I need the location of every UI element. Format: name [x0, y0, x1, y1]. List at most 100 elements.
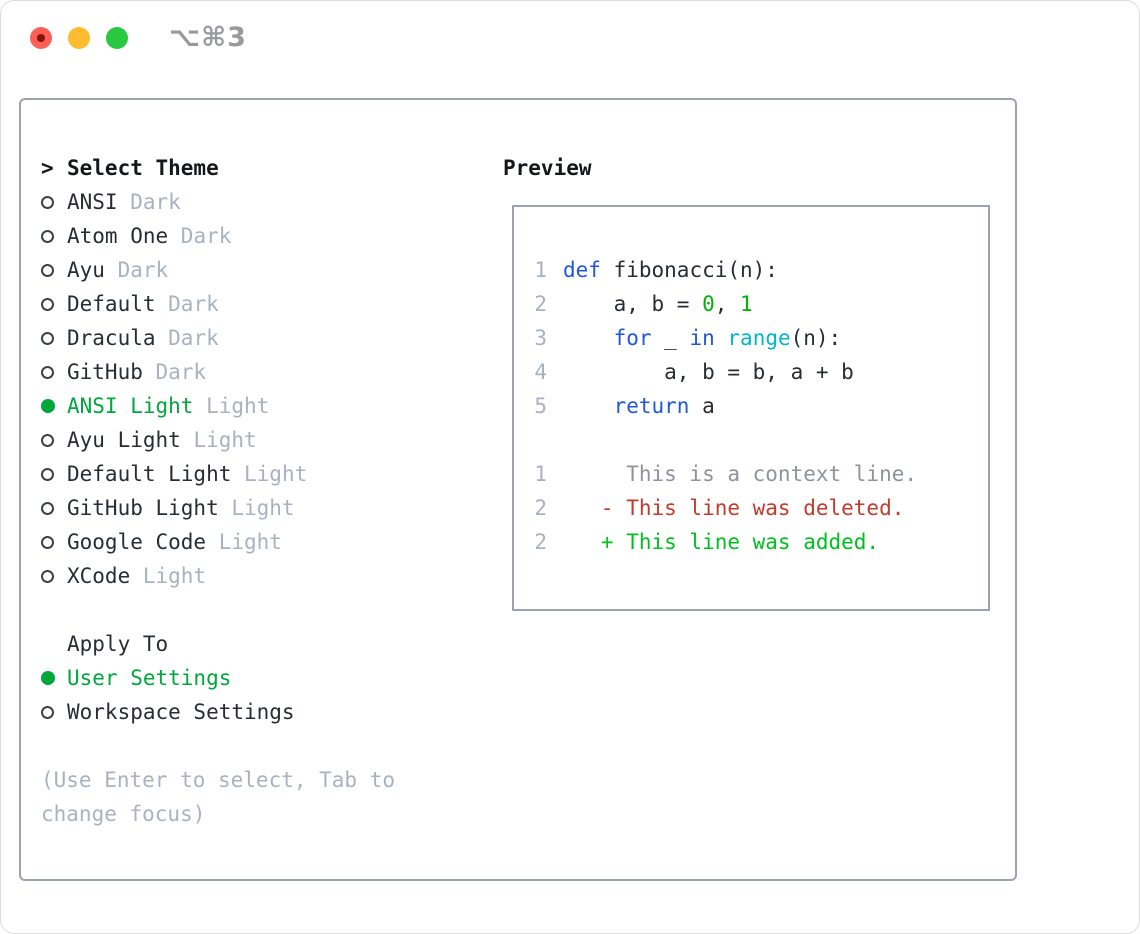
line-number: 1 [534, 462, 547, 486]
select-theme-title: Select Theme [67, 156, 219, 180]
option-variant: Light [231, 462, 308, 486]
theme-option-github-light[interactable]: GitHub Light Light [41, 491, 395, 525]
line-number: 2 [534, 530, 547, 554]
apply-option-user-settings[interactable]: User Settings [41, 661, 395, 695]
code-line: 2 - This line was deleted. [533, 491, 988, 525]
minimize-button[interactable] [68, 27, 90, 49]
radio-icon [41, 365, 67, 379]
option-label: Default Light [67, 462, 232, 486]
close-button[interactable] [30, 27, 52, 49]
radio-icon [41, 195, 67, 209]
line-content: def fibonacci(n): [563, 258, 778, 282]
titlebar: ⌥⌘3 [1, 1, 1139, 76]
code-line: 4 a, b = b, a + b [533, 355, 988, 389]
select-theme-header-row: > Select Theme [41, 151, 395, 185]
radio-icon [41, 297, 67, 311]
option-label: Default [67, 292, 156, 316]
option-variant: Light [180, 428, 257, 452]
option-variant: Dark [142, 360, 207, 384]
option-label: GitHub Light [67, 496, 219, 520]
radio-icon [41, 331, 67, 345]
radio-icon [41, 229, 67, 243]
option-variant: Dark [104, 258, 169, 282]
radio-icon [41, 433, 67, 447]
theme-option-default[interactable]: Default Dark [41, 287, 395, 321]
radio-icon [41, 501, 67, 515]
apply-option-workspace-settings[interactable]: Workspace Settings [41, 695, 395, 729]
record-dot-icon [37, 34, 45, 42]
line-number: 2 [534, 496, 547, 520]
theme-option-ayu-light[interactable]: Ayu Light Light [41, 423, 395, 457]
radio-selected-icon [41, 399, 67, 413]
window-title: ⌥⌘3 [169, 22, 247, 53]
code-line: 2 a, b = 0, 1 [533, 287, 988, 321]
theme-option-ansi[interactable]: ANSI Dark [41, 185, 395, 219]
line-number: 3 [534, 326, 547, 350]
option-label: ANSI Light [67, 394, 194, 418]
option-variant: Light [206, 530, 282, 554]
line-number: 1 [534, 258, 547, 282]
theme-option-google-code[interactable]: Google Code Light [41, 525, 395, 559]
option-label: ANSI [67, 190, 118, 214]
option-variant: Light [130, 564, 207, 588]
line-number: 4 [534, 360, 547, 384]
code-line [533, 423, 988, 457]
option-label: User Settings [67, 666, 232, 690]
preview-title: Preview [503, 156, 592, 180]
code-line: 1 def fibonacci(n): [533, 253, 988, 287]
theme-option-default-light[interactable]: Default Light Light [41, 457, 395, 491]
option-label: Dracula [67, 326, 156, 350]
option-label: Workspace Settings [67, 700, 295, 724]
option-variant: Light [218, 496, 295, 520]
code-line: 3 for _ in range(n): [533, 321, 988, 355]
radio-icon [41, 467, 67, 481]
code-line: 1 This is a context line. [533, 457, 988, 491]
help-text-line-2: change focus) [41, 802, 206, 826]
option-label: Google Code [67, 530, 207, 554]
radio-selected-icon [41, 671, 67, 685]
option-variant: Dark [168, 224, 232, 248]
option-label: GitHub [67, 360, 143, 384]
radio-icon [41, 263, 67, 277]
radio-icon [41, 535, 67, 549]
option-label: Ayu Light [67, 428, 181, 452]
line-content: This is a context line. [563, 462, 918, 486]
theme-option-github[interactable]: GitHub Dark [41, 355, 395, 389]
code-line: 5 return a [533, 389, 988, 423]
option-label: Ayu [67, 258, 105, 282]
line-content: + This line was added. [563, 530, 880, 554]
option-variant: Dark [155, 292, 219, 316]
apply-to-header-row: Apply To [41, 627, 395, 661]
apply-to-title: Apply To [67, 632, 169, 656]
line-content: a, b = b, a + b [563, 360, 854, 384]
line-number: 5 [534, 394, 547, 418]
prompt-char: > [41, 156, 54, 180]
help-text-line-1: (Use Enter to select, Tab to [41, 768, 396, 792]
option-label: XCode [67, 564, 131, 588]
line-content: a, b = 0, 1 [563, 292, 753, 316]
option-variant: Light [193, 394, 270, 418]
theme-option-ansi-light[interactable]: ANSI Light Light [41, 389, 395, 423]
spacer [41, 729, 395, 763]
theme-option-atom-one[interactable]: Atom One Dark [41, 219, 395, 253]
focus-prompt-icon: > [41, 151, 67, 185]
theme-option-dracula[interactable]: Dracula Dark [41, 321, 395, 355]
line-number [533, 423, 547, 457]
radio-icon [41, 705, 67, 719]
theme-option-ayu[interactable]: Ayu Dark [41, 253, 395, 287]
option-label: Atom One [67, 224, 169, 248]
code-line: 2 + This line was added. [533, 525, 988, 559]
line-content: - This line was deleted. [563, 496, 905, 520]
spacer [41, 593, 395, 627]
line-number: 2 [534, 292, 547, 316]
option-variant: Dark [155, 326, 219, 350]
theme-option-xcode[interactable]: XCode Light [41, 559, 395, 593]
zoom-button[interactable] [106, 27, 128, 49]
preview-header-row: Preview [503, 151, 592, 185]
